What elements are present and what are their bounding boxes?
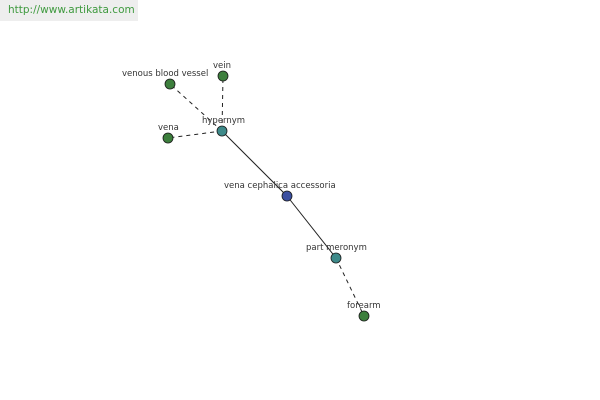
edge-part-meronym-to-forearm xyxy=(335,257,365,317)
edge-hypernym-to-venous-blood-vessel xyxy=(169,83,223,132)
edge-center-to-hypernym xyxy=(221,130,288,197)
labels-layer: vena cephalica accessoria hypernym part me… xyxy=(122,61,381,311)
node-center[interactable] xyxy=(281,190,293,202)
node-label-center[interactable]: vena cephalica accessoria xyxy=(224,181,336,191)
node-label-part-meronym[interactable]: part meronym xyxy=(306,243,367,253)
edge-hypernym-to-vena xyxy=(167,130,223,139)
node-label-venous-blood-vessel[interactable]: venous blood vessel xyxy=(122,69,208,79)
node-forearm[interactable] xyxy=(358,310,370,322)
site-url-link[interactable]: http://www.artikata.com xyxy=(8,4,135,16)
nodes-layer xyxy=(162,70,370,322)
node-vena[interactable] xyxy=(162,132,174,144)
site-url-banner: http://www.artikata.com xyxy=(0,0,138,21)
node-venous-blood-vessel[interactable] xyxy=(164,78,176,90)
node-label-hypernym[interactable]: hypernym xyxy=(202,116,245,126)
node-hypernym[interactable] xyxy=(216,125,228,137)
node-vein[interactable] xyxy=(217,70,229,82)
edge-center-to-part-meronym xyxy=(286,195,337,259)
edge-hypernym-to-vein xyxy=(221,75,224,132)
node-label-forearm[interactable]: forearm xyxy=(347,301,381,311)
node-label-vein[interactable]: vein xyxy=(213,61,231,71)
node-label-vena[interactable]: vena xyxy=(158,123,179,133)
edges-layer xyxy=(167,75,365,317)
node-part-meronym[interactable] xyxy=(330,252,342,264)
